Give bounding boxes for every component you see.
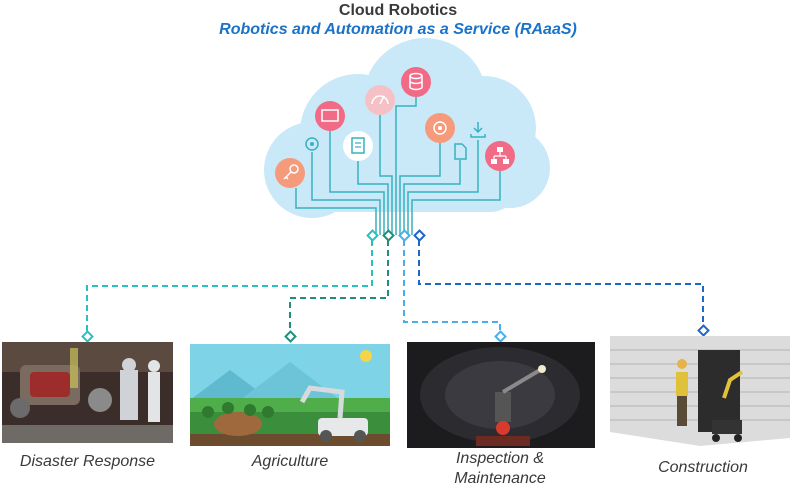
download-icon [470,122,486,138]
connector-inspection [403,240,501,333]
agriculture-image [190,344,390,446]
key-icon [275,158,305,188]
connector-disaster-response [86,240,373,333]
speedometer-icon [365,85,395,115]
caption-agriculture: Agriculture [251,453,329,470]
diagram-subtitle: Robotics and Automation as a Service (RA… [219,21,577,38]
document-icon [343,131,373,161]
caption-disaster-response: Disaster Response [19,453,156,470]
inspection-maintenance-image [407,342,595,448]
monitor-icon [315,101,345,131]
cloud-shape [264,38,550,218]
caption-inspection: Inspection & Maintenance [405,449,595,489]
disaster-response-image [2,342,173,443]
database-icon [401,67,431,97]
connector-agriculture [289,240,389,333]
caption-construction: Construction [658,459,748,476]
construction-image [610,336,790,446]
endpoint-nodes [81,324,710,343]
connector-nodes [366,229,426,242]
caption-inspection-line2: Maintenance [454,470,546,487]
connector-construction [418,240,704,326]
file-icon [454,143,467,160]
network-icon [485,141,515,171]
diagram-title: Cloud Robotics [338,2,458,19]
gear-circle-icon [425,113,455,143]
caption-inspection-line1: Inspection & [455,450,545,467]
circuit-lines [295,94,501,235]
gear-icon [305,137,319,151]
